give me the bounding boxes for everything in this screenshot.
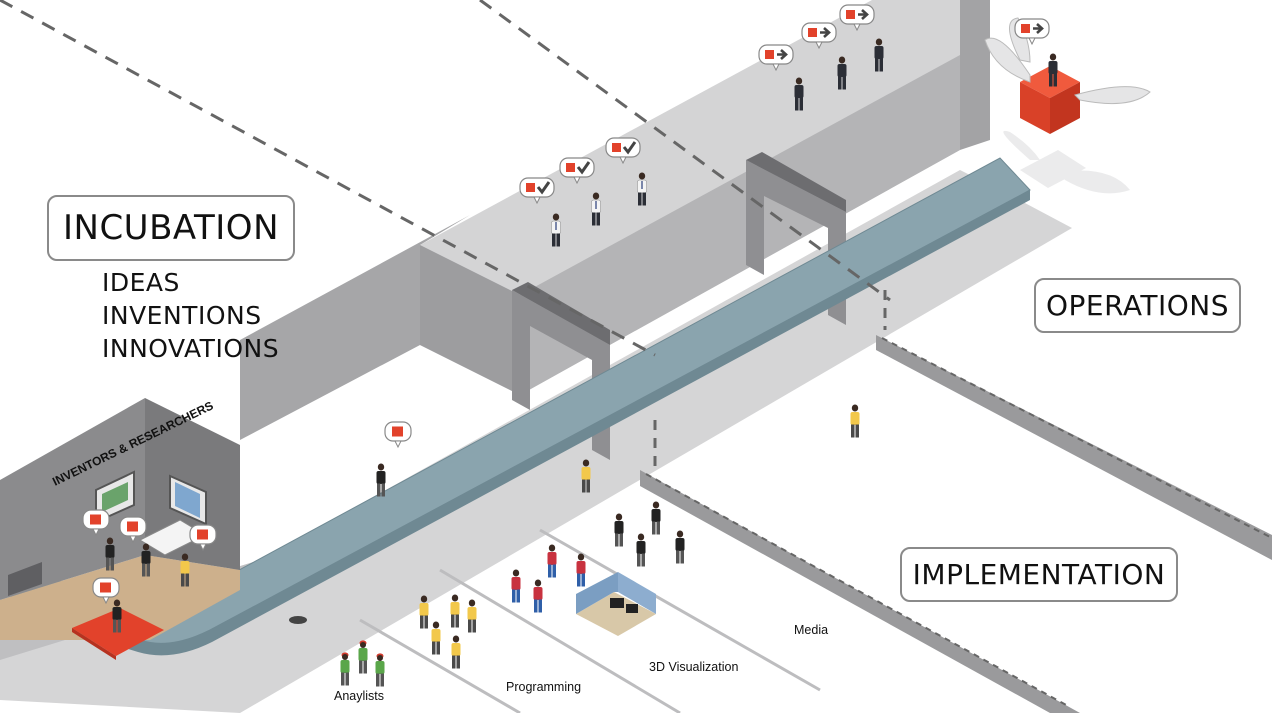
programmer-person xyxy=(431,621,441,655)
visualization-person xyxy=(576,553,586,587)
dashed-divider-top xyxy=(479,0,891,302)
visualization-person xyxy=(547,544,557,578)
walkway-person xyxy=(850,404,860,438)
analyst-person xyxy=(358,640,368,674)
visualization-cubicle xyxy=(576,572,656,636)
archway-front xyxy=(512,282,610,460)
building-right-face xyxy=(960,0,990,150)
media-person xyxy=(614,513,624,547)
programmer-person xyxy=(450,594,460,628)
incubation-items: IDEAS INVENTIONS INNOVATIONS xyxy=(102,266,279,365)
team-label-media: Media xyxy=(794,623,829,637)
dashed-divider-mid xyxy=(653,290,887,470)
media-person xyxy=(651,501,661,535)
entry-door xyxy=(8,562,42,596)
team-label-3d-visualization: 3D Visualization xyxy=(649,660,739,674)
media-group xyxy=(614,501,685,567)
incubation-title: INCUBATION xyxy=(62,208,280,248)
implementation-rail-lower xyxy=(640,470,1080,713)
incubation-item-innovations: INNOVATIONS xyxy=(102,334,280,363)
walkway-person xyxy=(376,463,386,497)
media-person xyxy=(636,533,646,567)
visualization-person xyxy=(533,579,543,613)
operations-label: OPERATIONS xyxy=(1034,278,1241,333)
start-platform-side xyxy=(72,628,116,660)
left-wall-face xyxy=(240,215,470,440)
analyst-person xyxy=(375,653,385,687)
monitor-display-right xyxy=(169,474,207,526)
team-lanes xyxy=(359,528,821,713)
team-label-programming: Programming xyxy=(506,680,582,694)
archway-back xyxy=(746,152,846,325)
roller-wheel xyxy=(289,616,307,624)
idea-bubble-icon xyxy=(384,421,412,448)
implementation-label: IMPLEMENTATION xyxy=(900,547,1178,602)
implementation-title: IMPLEMENTATION xyxy=(912,558,1166,591)
implementation-rail-upper xyxy=(876,335,1272,560)
inventors-room-floor xyxy=(0,555,240,640)
visualization-person xyxy=(511,569,521,603)
team-label-analysts: Anaylists xyxy=(334,689,385,703)
operations-title: OPERATIONS xyxy=(1045,289,1230,322)
building-front-face xyxy=(520,55,960,395)
incubation-item-ideas: IDEAS xyxy=(102,268,180,297)
incubation-label: INCUBATION xyxy=(47,195,295,261)
flying-cube-icon xyxy=(984,17,1151,194)
building-left-face xyxy=(420,245,520,395)
analyst-person xyxy=(340,652,350,686)
programmer-person xyxy=(451,635,461,669)
dashed-divider-upper xyxy=(0,0,656,357)
incubation-item-inventions: INVENTIONS xyxy=(102,301,262,330)
visualization-group xyxy=(511,544,586,613)
media-person xyxy=(675,530,685,564)
programmer-person xyxy=(467,599,477,633)
programmers-group xyxy=(419,594,477,669)
